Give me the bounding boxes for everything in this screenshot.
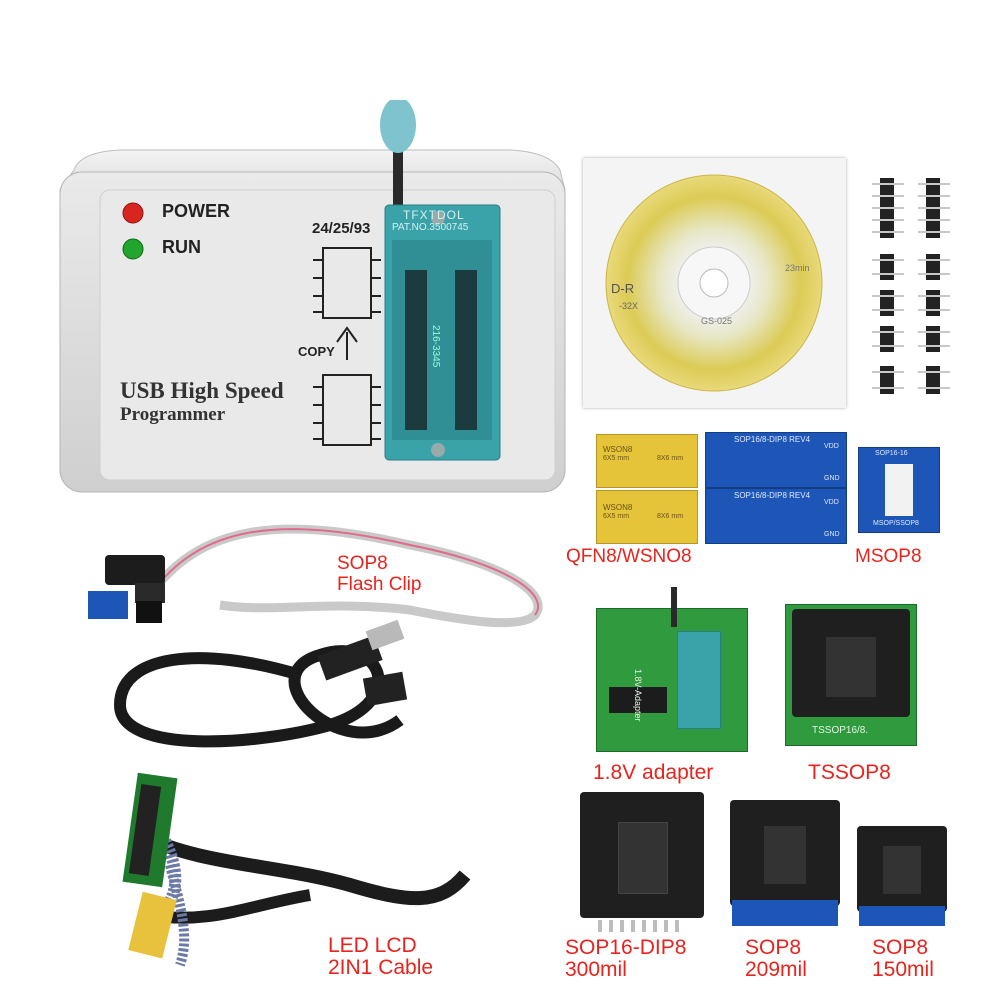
pin-headers [870,170,970,410]
sop16-label-1: SOP16-DIP8 [565,936,687,959]
sop209-label-2: 209mil [745,958,807,981]
sop-dip-label: SOP16/8-DIP8 REV4 [734,491,811,500]
socket-model: 216-3345 [430,325,441,368]
programmer-title: USB High Speed Programmer [120,378,284,426]
sop209-pcb [732,900,838,926]
flash-clip-label-1: SOP8 [337,553,388,574]
header-strips [872,178,950,394]
adapter-18v: 1.8V-Adapter [596,587,748,752]
msop-top-label: SOP16-16 [875,450,908,457]
tssop-center [826,637,876,697]
title-line-2: Programmer [120,404,226,425]
sop209-socket [730,800,840,926]
tssop-label: TSSOP8 [808,761,891,784]
sop-dip-adapter-bottom: SOP16/8-DIP8 REV4 VDD GND [705,488,847,544]
disc-code: GS-025 [701,316,733,326]
run-label: RUN [162,237,201,257]
qfn-label: QFN8/WSNO8 [566,546,692,567]
tssop-socket: TSSOP16/8. [785,604,917,746]
disc-min: 23min [785,263,810,273]
title-line-1: USB High Speed [120,378,284,403]
wson-size-b: 8X6 mm [657,513,684,520]
wson-adapter-bottom: WSON8 6X5 mm 8X6 mm [596,490,698,544]
adapter-18v-socket [677,631,721,729]
vdd-label: VDD [824,499,839,506]
sop150-pcb [859,906,945,926]
wson-label: WSON8 [603,445,633,454]
sop16-label-2: 300mil [565,958,627,981]
sop16-center [618,822,668,894]
disc-speed: -32X [619,301,639,311]
vdd-label: VDD [824,443,839,450]
adapter-18v-chip [609,687,667,713]
cd-disc [605,174,823,392]
wson-label: WSON8 [603,503,633,512]
socket-brand: TFXTDOL [403,208,465,222]
programmer-body [59,97,566,493]
sop-dip-label: SOP16/8-DIP8 REV4 [734,435,811,444]
adapter-18v-text: 1.8V-Adapter [633,669,643,722]
power-label: POWER [162,201,231,221]
msop-adapter: SOP16-16 MSOP/SSOP8 [858,447,940,533]
sop16-socket [580,792,704,932]
cd-sleeve: D-R -32X GS-025 23min [583,158,846,408]
sop150-center [883,846,921,894]
sop150-socket [857,826,947,926]
gnd-label: GND [824,531,840,538]
sop16-pins [598,920,686,932]
msop-footprint [885,464,913,516]
sop150-label-2: 150mil [872,958,934,981]
cables-illustration [88,524,543,967]
wson-size-b: 8X6 mm [657,455,684,462]
led-lcd-label-2: 2IN1 Cable [328,956,434,979]
sop209-center [764,826,806,884]
flash-clip-label-2: Flash Clip [337,574,422,595]
led-lcd-label-1: LED LCD [328,934,417,957]
sop150-label-1: SOP8 [872,936,929,959]
chip-label: 24/25/93 [312,220,371,237]
tssop-socket-text: TSSOP16/8. [812,725,869,736]
copy-label: COPY [298,344,335,359]
msop-bottom-label: MSOP/SSOP8 [873,520,919,527]
usb-programmer: POWER RUN 24/25/93 COPY USB High Speed P… [40,97,570,500]
socket-patent: PAT.NO.3500745 [392,222,469,233]
wson-size-a: 6X5 mm [603,455,630,462]
sop209-label-1: SOP8 [745,936,802,959]
adapter-18v-label: 1.8V adapter [593,761,714,784]
sop-dip-adapter-top: SOP16/8-DIP8 REV4 VDD GND [705,432,847,488]
adapter-18v-lever [671,587,677,627]
wson-adapter-top: WSON8 6X5 mm 8X6 mm [596,434,698,488]
wson-size-a: 6X5 mm [603,513,630,520]
msop-label: MSOP8 [855,546,922,567]
disc-text: D-R [611,281,635,296]
gnd-label: GND [824,475,840,482]
